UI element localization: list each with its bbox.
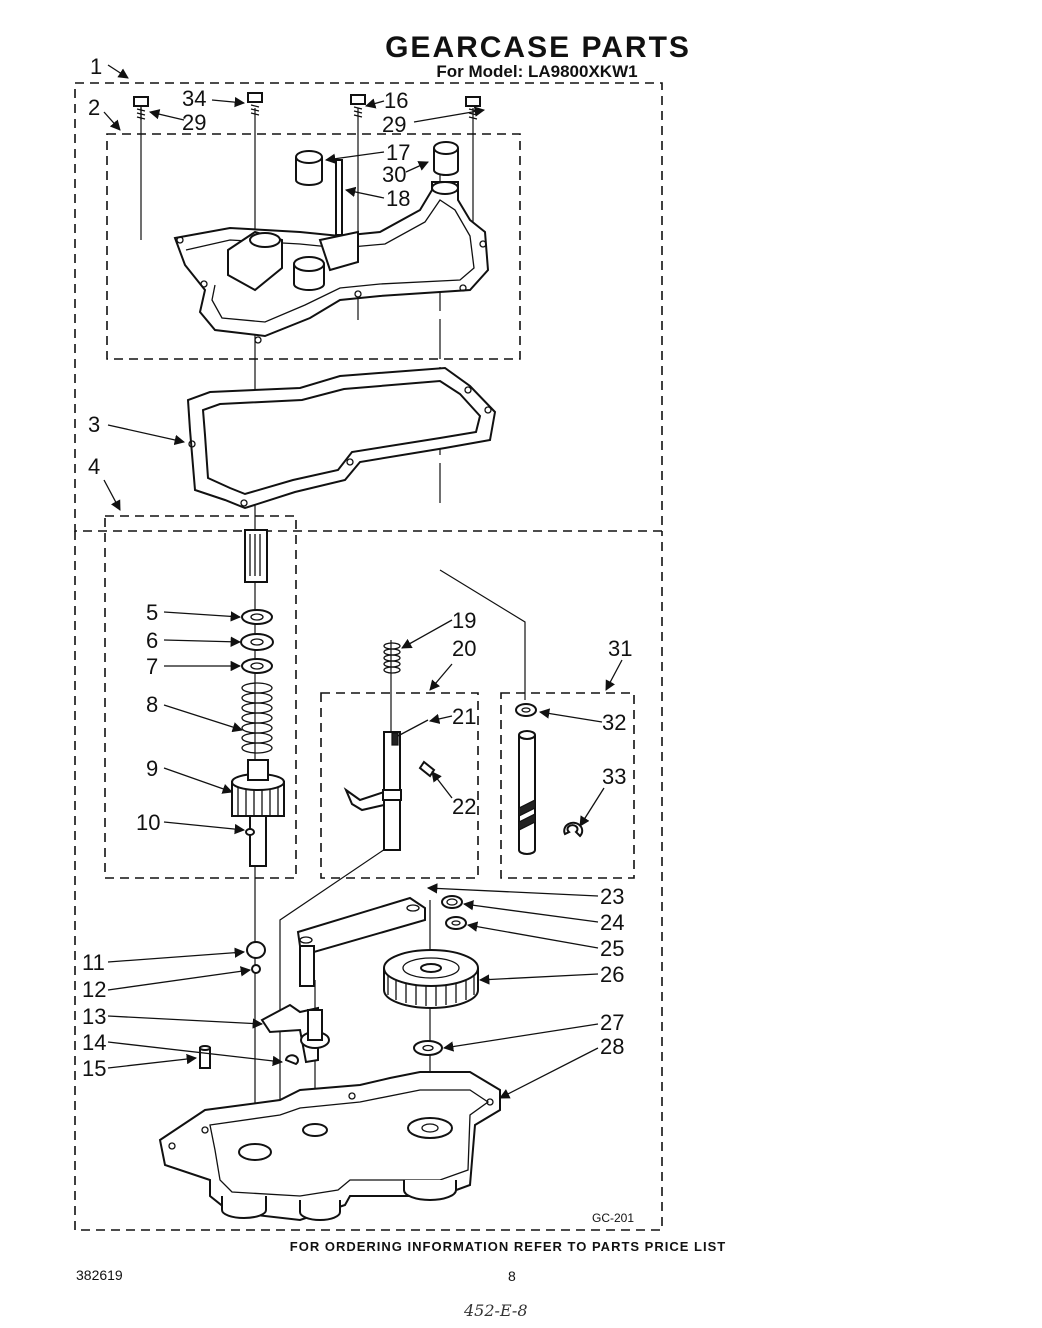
callout-16: 16: [384, 88, 408, 113]
page-number: 8: [508, 1268, 516, 1284]
leader-lines: [103, 64, 623, 1099]
ball-12: [251, 964, 261, 974]
callout-30: 30: [382, 162, 406, 187]
doc-number: 382619: [76, 1267, 123, 1283]
washer-6: [240, 633, 274, 651]
worm-shaft-subassembly-box: [500, 692, 635, 879]
assembly-frame-top: [74, 82, 663, 532]
callout-18: 18: [386, 186, 410, 211]
callout-29-right: 29: [382, 112, 406, 137]
callout-12: 12: [82, 977, 106, 1002]
spring-19: [383, 642, 401, 674]
pin-18: [335, 159, 343, 236]
callout-9: 9: [146, 756, 158, 781]
pinion-gear-9: [231, 759, 285, 867]
callout-31: 31: [608, 636, 632, 661]
washer-32: [515, 703, 537, 717]
callout-13: 13: [82, 1004, 106, 1029]
callout-10: 10: [136, 810, 160, 835]
callout-23: 23: [600, 884, 624, 909]
screw-29-left: [133, 96, 149, 120]
callout-15: 15: [82, 1056, 106, 1081]
washer-25: [445, 916, 467, 930]
washer-7: [241, 658, 273, 674]
gearcase-cover: [173, 181, 490, 344]
callout-27: 27: [600, 1010, 624, 1035]
screw-34: [247, 92, 263, 116]
callout-7: 7: [146, 654, 158, 679]
callout-2: 2: [88, 95, 100, 120]
callout-3: 3: [88, 412, 100, 437]
callout-8: 8: [146, 692, 158, 717]
handwritten-note: 452-E-8: [463, 1301, 528, 1320]
callout-4: 4: [88, 454, 100, 479]
callout-34: 34: [182, 86, 206, 111]
pinion-subassembly-box: [104, 515, 297, 879]
callout-5: 5: [146, 600, 158, 625]
worm-shaft: [518, 730, 536, 855]
callout-21: 21: [452, 704, 476, 729]
callout-24: 24: [600, 910, 624, 935]
callout-17: 17: [386, 140, 410, 165]
ring-33: [563, 821, 584, 838]
shift-fork-20: [343, 731, 402, 851]
ordering-note: FOR ORDERING INFORMATION REFER TO PARTS …: [290, 1239, 726, 1254]
ring-10: [245, 828, 255, 836]
bushing-30: [433, 141, 459, 176]
callout-32: 32: [602, 710, 626, 735]
callout-28: 28: [600, 1034, 624, 1059]
washer-5: [241, 609, 273, 625]
clip-14: [284, 1054, 299, 1066]
gasket-3: [186, 366, 497, 510]
spring-8: [241, 682, 273, 754]
link-23: [296, 896, 426, 987]
shift-axis-dogleg: [279, 844, 392, 1160]
callout-20: 20: [452, 636, 476, 661]
page-title: GEARCASE PARTS: [385, 31, 691, 64]
callout-6: 6: [146, 628, 158, 653]
crank-13: [260, 1003, 330, 1064]
bushing-17: [295, 150, 323, 186]
callout-1: 1: [90, 54, 102, 79]
callout-33: 33: [602, 764, 626, 789]
pin-21: [391, 719, 429, 746]
callout-19: 19: [452, 608, 476, 633]
gear-26: [383, 949, 479, 1009]
callout-22: 22: [452, 794, 476, 819]
worm-axis-dogleg: [439, 569, 526, 700]
callout-14: 14: [82, 1030, 106, 1055]
dowel-pin-15: [199, 1045, 211, 1069]
callout-26: 26: [600, 962, 624, 987]
gearcase-base: [158, 1071, 501, 1222]
model-subtitle: For Model: LA9800XKW1: [436, 62, 637, 81]
clip-22: [418, 760, 436, 778]
assembly-frame: [74, 531, 663, 1231]
callout-25: 25: [600, 936, 624, 961]
cover-subassembly-box: [106, 133, 521, 360]
shift-fork-subassembly-box: [320, 692, 479, 879]
diagram-code: GC-201: [592, 1211, 634, 1225]
snap-ring-24: [441, 895, 463, 909]
callout-11: 11: [82, 950, 105, 975]
washer-27: [413, 1040, 443, 1056]
pinion-shaft: [244, 529, 268, 583]
callout-29-left: 29: [182, 110, 206, 135]
bushing-11: [246, 941, 266, 959]
